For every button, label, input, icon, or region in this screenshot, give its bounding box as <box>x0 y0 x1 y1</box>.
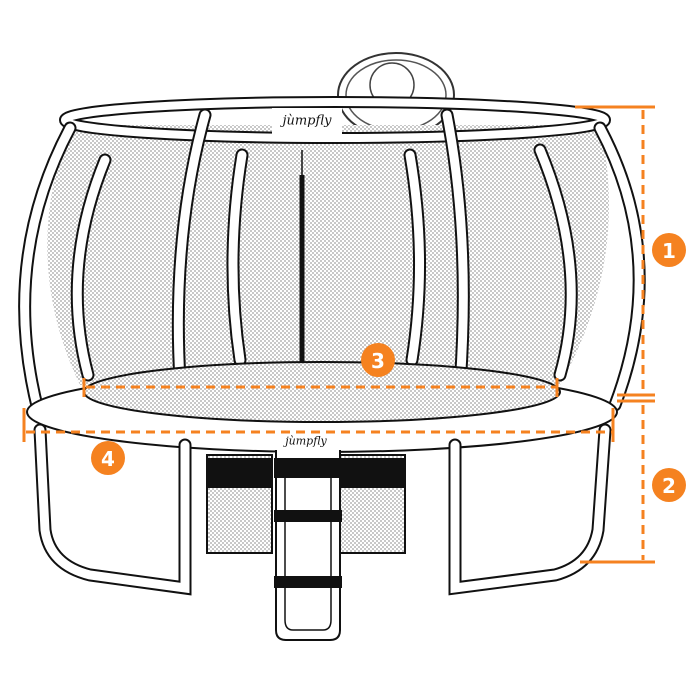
ladder <box>274 450 342 641</box>
marker-2-label: 2 <box>662 474 676 498</box>
marker-4-badge <box>91 441 125 475</box>
shoe-bags <box>206 454 406 554</box>
top-ring-inner <box>61 98 609 142</box>
dimension-marker-1: 1 <box>652 233 686 267</box>
enclosure-poles <box>18 108 646 447</box>
dimension-marker-3: 3 <box>361 343 395 377</box>
marker-1-badge <box>652 233 686 267</box>
marker-3-label: 3 <box>371 349 385 373</box>
marker-1-label: 1 <box>662 239 676 263</box>
jumping-mat <box>83 361 561 423</box>
safety-net <box>47 125 610 385</box>
dimension-marker-4: 4 <box>91 441 125 475</box>
dimension-marker-2: 2 <box>652 468 686 502</box>
marker-3-badge <box>361 343 395 377</box>
brand-logo-frame: jùmpfly <box>282 435 327 448</box>
brand-logo-top: jùmpfly <box>279 114 332 129</box>
logo-background <box>272 108 342 134</box>
marker-4-label: 4 <box>101 447 115 471</box>
marker-2-badge <box>652 468 686 502</box>
dimension-lines <box>22 105 655 564</box>
